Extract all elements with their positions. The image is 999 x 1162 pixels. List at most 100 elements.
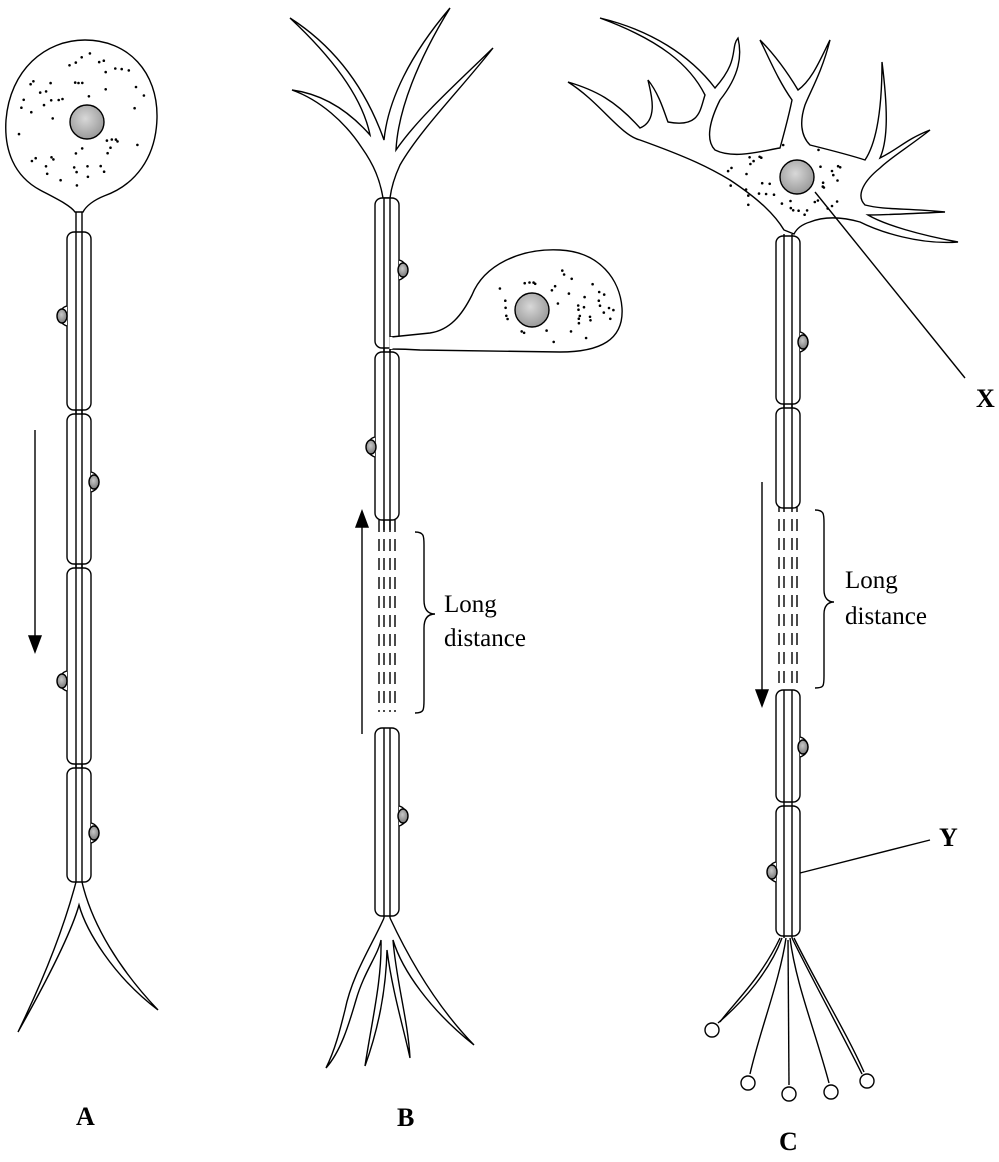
neuron-b-axon-terminal bbox=[326, 918, 474, 1068]
neuron-a-axon-terminal bbox=[18, 882, 158, 1032]
callout-x-line bbox=[815, 192, 965, 378]
cytoplasm-dot bbox=[836, 179, 839, 182]
cytoplasm-dot bbox=[803, 213, 806, 216]
cytoplasm-dot bbox=[523, 332, 526, 335]
cytoplasm-dot bbox=[551, 289, 554, 292]
neuron-b-direction-arrow bbox=[356, 511, 368, 734]
cytoplasm-dot bbox=[561, 269, 564, 272]
cytoplasm-dot bbox=[103, 59, 106, 62]
cytoplasm-dot bbox=[499, 287, 502, 290]
cytoplasm-dot bbox=[109, 146, 112, 149]
callout-x-label: X bbox=[976, 384, 995, 413]
callout-y-label: Y bbox=[939, 823, 958, 852]
cytoplasm-dot bbox=[106, 152, 109, 155]
neuron-c-long-gap bbox=[779, 500, 797, 690]
cytoplasm-dot bbox=[781, 202, 784, 205]
neuron-a-label: A bbox=[76, 1102, 95, 1131]
cytoplasm-dot bbox=[75, 152, 78, 155]
cytoplasm-dot bbox=[747, 204, 750, 207]
neuron-b bbox=[290, 8, 622, 1068]
cytoplasm-dot bbox=[133, 107, 136, 110]
neuron-a-myelin-sheath bbox=[67, 768, 91, 882]
cytoplasm-dot bbox=[520, 330, 523, 333]
cytoplasm-dot bbox=[120, 68, 123, 71]
cytoplasm-dot bbox=[523, 282, 526, 285]
cytoplasm-dot bbox=[30, 111, 33, 114]
cytoplasm-dot bbox=[552, 341, 555, 344]
cytoplasm-dot bbox=[88, 95, 91, 98]
cytoplasm-dot bbox=[752, 160, 755, 163]
cytoplasm-dot bbox=[20, 106, 23, 109]
cytoplasm-dot bbox=[790, 207, 793, 210]
cytoplasm-dot bbox=[34, 157, 37, 160]
neuron-c-myelin-sheath bbox=[776, 236, 800, 404]
neuron-b-gap-label-line2: distance bbox=[444, 625, 526, 652]
cytoplasm-dot bbox=[506, 318, 509, 321]
cytoplasm-dot bbox=[29, 83, 32, 86]
neuron-b-myelin-sheath bbox=[375, 728, 399, 916]
cytoplasm-dot bbox=[817, 199, 820, 202]
terminal-knob bbox=[782, 1087, 796, 1101]
cytoplasm-dot bbox=[505, 315, 508, 318]
cytoplasm-dot bbox=[603, 293, 606, 296]
cytoplasm-dot bbox=[75, 171, 78, 174]
cytoplasm-dot bbox=[43, 104, 46, 107]
neuron-a-myelin-sheath bbox=[67, 568, 91, 764]
neuron-b-label: B bbox=[397, 1103, 414, 1132]
cytoplasm-dot bbox=[99, 165, 102, 168]
cytoplasm-dot bbox=[128, 69, 131, 72]
terminal-knob bbox=[860, 1074, 874, 1088]
neuron-c-gap-brace bbox=[815, 510, 834, 688]
neuron-c-label: C bbox=[779, 1127, 798, 1156]
neuron-b-gap-label-line1: Long bbox=[444, 591, 497, 618]
neuron-b-long-gap bbox=[379, 520, 395, 712]
cytoplasm-dot bbox=[39, 91, 42, 94]
cytoplasm-dot bbox=[22, 99, 25, 102]
cytoplasm-dot bbox=[822, 185, 825, 188]
neuron-c-direction-arrow bbox=[756, 482, 768, 706]
neuron-c-myelin-sheath bbox=[776, 408, 800, 508]
cytoplasm-dot bbox=[591, 283, 594, 286]
cytoplasm-dot bbox=[98, 61, 101, 64]
neuron-a-direction-arrow bbox=[29, 430, 41, 652]
cytoplasm-dot bbox=[748, 156, 751, 159]
cytoplasm-dot bbox=[114, 67, 117, 70]
cytoplasm-dot bbox=[585, 337, 588, 340]
neuron-b-nucleus bbox=[515, 293, 549, 327]
cytoplasm-dot bbox=[554, 285, 557, 288]
cytoplasm-dot bbox=[578, 317, 581, 320]
cytoplasm-dot bbox=[570, 278, 573, 281]
cytoplasm-dot bbox=[532, 281, 535, 284]
cytoplasm-dot bbox=[817, 149, 820, 152]
cytoplasm-dot bbox=[761, 182, 764, 185]
cytoplasm-dot bbox=[115, 138, 118, 141]
cytoplasm-dot bbox=[747, 194, 750, 197]
cytoplasm-dot bbox=[528, 281, 531, 284]
cytoplasm-dot bbox=[45, 165, 48, 168]
neuron-c-nucleus bbox=[780, 160, 814, 194]
cytoplasm-dot bbox=[103, 170, 106, 173]
cytoplasm-dot bbox=[745, 188, 748, 191]
cytoplasm-dot bbox=[81, 82, 84, 85]
cytoplasm-dot bbox=[765, 193, 768, 196]
neuron-c-gap-label-line1: Long bbox=[845, 567, 898, 594]
cytoplasm-dot bbox=[77, 82, 80, 85]
cytoplasm-dot bbox=[557, 302, 560, 305]
cytoplasm-dot bbox=[104, 88, 107, 91]
cytoplasm-dot bbox=[563, 273, 566, 276]
cytoplasm-dot bbox=[837, 165, 840, 168]
cytoplasm-dot bbox=[832, 174, 835, 177]
cytoplasm-dot bbox=[814, 201, 817, 204]
terminal-knob bbox=[741, 1076, 755, 1090]
terminal-knob bbox=[705, 1023, 719, 1037]
cytoplasm-dot bbox=[18, 133, 21, 136]
cytoplasm-dot bbox=[568, 292, 571, 295]
cytoplasm-dot bbox=[136, 144, 139, 147]
cytoplasm-dot bbox=[583, 306, 586, 309]
cytoplasm-dot bbox=[579, 315, 582, 318]
cytoplasm-dot bbox=[545, 329, 548, 332]
cytoplasm-dot bbox=[104, 71, 107, 74]
cytoplasm-dot bbox=[589, 316, 592, 319]
cytoplasm-dot bbox=[603, 311, 606, 314]
cytoplasm-dot bbox=[598, 291, 601, 294]
